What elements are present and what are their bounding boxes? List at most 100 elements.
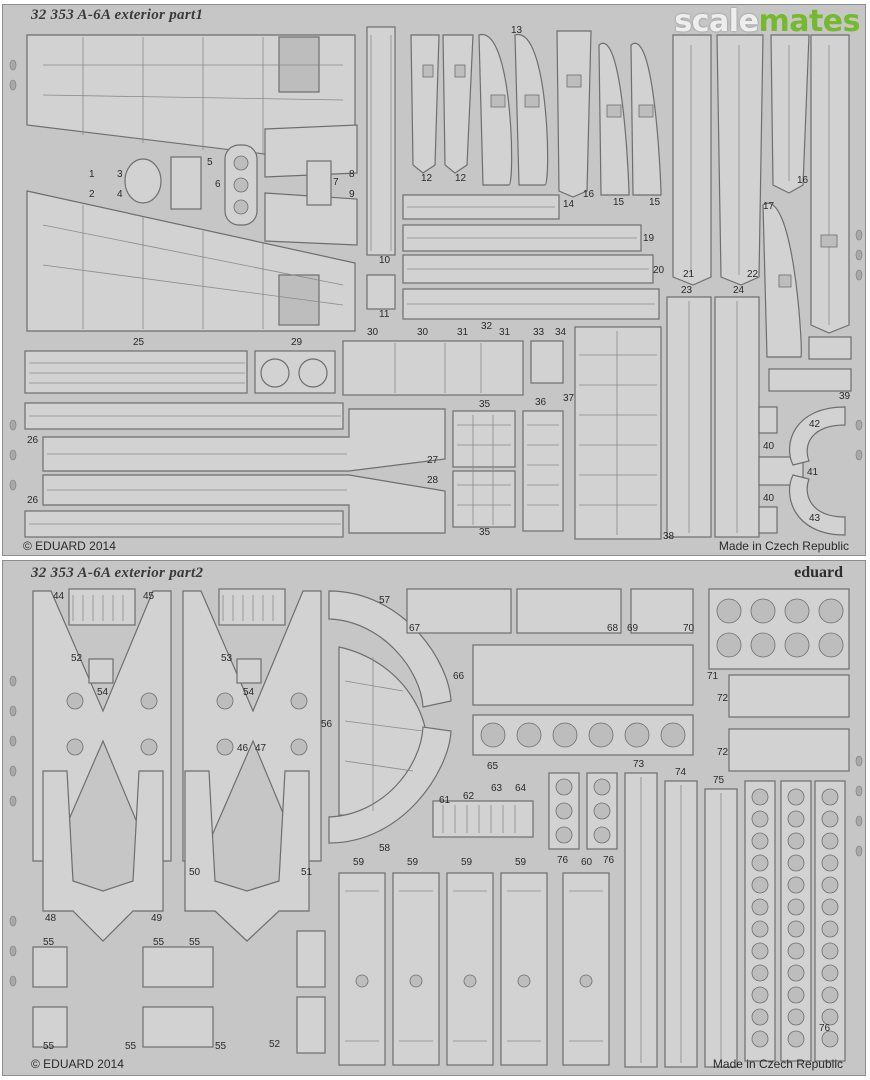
part-42-arc xyxy=(789,406,846,466)
part-number-label: 35 xyxy=(479,527,491,538)
part-18-fin xyxy=(810,34,850,334)
part-16-fin-right xyxy=(770,34,810,194)
part-52-grille xyxy=(68,588,136,626)
sheet-title: 32 353 A-6A exterior part2 xyxy=(31,565,204,581)
ring-detail xyxy=(787,964,805,982)
part-number-label: 58 xyxy=(379,843,391,854)
ring-detail xyxy=(821,788,839,806)
part-57-arc xyxy=(328,590,452,708)
part-number-label: 9 xyxy=(349,189,355,200)
ring-detail xyxy=(821,876,839,894)
part-55-bracket xyxy=(32,946,68,988)
part-59-bracket xyxy=(446,872,494,1066)
part-28-strip xyxy=(42,474,446,534)
part-number-label: 13 xyxy=(511,25,523,36)
part-43-arc xyxy=(789,474,846,536)
part-37-panel xyxy=(574,326,662,540)
part-number-label: 55 xyxy=(153,937,165,948)
part-53-grille xyxy=(218,588,286,626)
part-60-bracket xyxy=(562,872,610,1066)
part-number-label: 45 xyxy=(143,591,155,602)
ring-detail xyxy=(821,986,839,1004)
part-number-label: 10 xyxy=(379,255,391,266)
part-8-frame xyxy=(264,124,358,178)
part-number-label: 55 xyxy=(43,937,55,948)
part-number-label: 44 xyxy=(53,591,65,602)
part-39-strip xyxy=(808,336,852,360)
part-number-label: 12 xyxy=(455,173,467,184)
part-54-clip xyxy=(236,658,262,684)
part-number-label: 6 xyxy=(215,179,221,190)
part-50-frame xyxy=(184,770,310,942)
ring-detail xyxy=(751,898,769,916)
part-35-mesh xyxy=(452,410,516,468)
part-number-label: 15 xyxy=(649,197,661,208)
copyright: © EDUARD 2014 xyxy=(23,539,116,553)
ring-detail xyxy=(751,1030,769,1048)
part-22-fin xyxy=(716,34,764,286)
part-number-label: 28 xyxy=(427,475,439,486)
ring-detail xyxy=(821,832,839,850)
part-48-frame xyxy=(42,770,164,942)
part-number-label: 68 xyxy=(607,623,619,634)
part-number-label: 74 xyxy=(675,767,687,778)
part-number-label: 1 xyxy=(89,169,95,180)
ring-detail xyxy=(751,920,769,938)
ring-detail xyxy=(821,942,839,960)
part-number-label: 19 xyxy=(643,233,655,244)
part-number-label: 30 xyxy=(367,327,379,338)
part-number-label: 14 xyxy=(563,199,575,210)
part-7-clip xyxy=(306,160,332,206)
part-66-plate xyxy=(472,644,694,706)
part-number-label: 24 xyxy=(733,285,745,296)
part-number-label: 69 xyxy=(627,623,639,634)
part-3-grille xyxy=(124,158,162,204)
part-number-label: 54 xyxy=(243,687,255,698)
part-68-hooks xyxy=(516,588,622,634)
part-number-label: 62 xyxy=(463,791,475,802)
part-number-label: 22 xyxy=(747,269,759,280)
ring-detail xyxy=(787,1030,805,1048)
part-number-label: 32 xyxy=(481,321,493,332)
part-number-label: 55 xyxy=(43,1041,55,1052)
ring-detail xyxy=(821,920,839,938)
part-number-label: 61 xyxy=(439,795,451,806)
part-number-label: 29 xyxy=(291,337,303,348)
part-number-label: 71 xyxy=(707,671,719,682)
ring-detail xyxy=(787,788,805,806)
part-number-label: 4 xyxy=(117,189,123,200)
part-number-label: 16 xyxy=(797,175,809,186)
ring-detail xyxy=(751,810,769,828)
part-number-label: 55 xyxy=(189,937,201,948)
part-59-bracket xyxy=(500,872,548,1066)
copyright: © EDUARD 2014 xyxy=(31,1057,124,1071)
ring-detail xyxy=(821,1030,839,1048)
part-number-label: 11 xyxy=(379,309,390,320)
part-65-rings xyxy=(472,714,694,756)
panel-window xyxy=(278,274,320,326)
ring-detail xyxy=(751,854,769,872)
part-number-label: 16 xyxy=(583,189,595,200)
part-61-comb xyxy=(432,800,534,838)
part-number-label: 59 xyxy=(461,857,473,868)
part-number-label: 40 xyxy=(763,493,775,504)
part-12-fin xyxy=(442,34,474,174)
part-number-label: 26 xyxy=(27,495,39,506)
part-number-label: 41 xyxy=(807,467,819,478)
made-in-label: Made in Czech Republic xyxy=(712,1057,843,1071)
ring-detail xyxy=(787,1008,805,1026)
part-number-label: 43 xyxy=(809,513,821,524)
ring-detail xyxy=(751,942,769,960)
part-number-label: 25 xyxy=(133,337,145,348)
eduard-logo: eduard xyxy=(794,564,843,581)
part-54-clip xyxy=(88,658,114,684)
ring-detail xyxy=(821,854,839,872)
part-number-label: 38 xyxy=(663,531,675,542)
part-number-label: 17 xyxy=(763,201,775,212)
part-10-strip xyxy=(366,26,396,256)
part-number-label: 27 xyxy=(427,455,439,466)
part-number-label: 70 xyxy=(683,623,695,634)
ring-detail xyxy=(751,876,769,894)
ring-detail xyxy=(751,788,769,806)
part-number-label: 55 xyxy=(215,1041,227,1052)
